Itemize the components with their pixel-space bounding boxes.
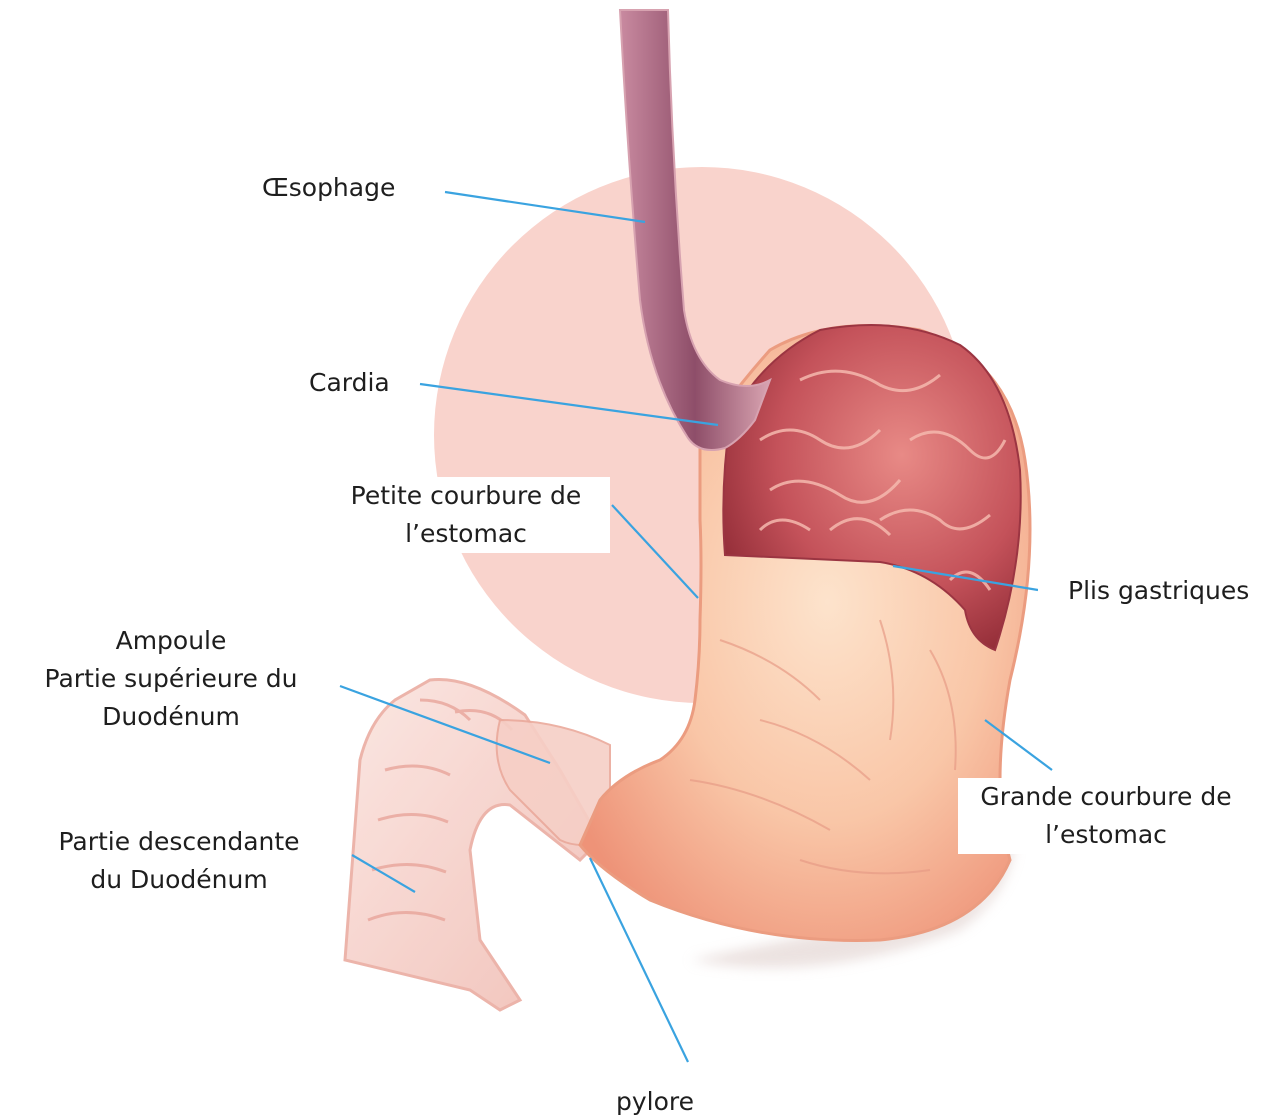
label-petite-courbure-line-2: l’estomac (322, 515, 610, 553)
label-grande-courbure: Grande courbure de l’estomac (958, 778, 1254, 854)
label-cardia: Cardia (309, 364, 390, 402)
label-esophage: Œsophage (262, 169, 395, 207)
label-petite-courbure: Petite courbure de l’estomac (322, 477, 610, 553)
label-plis-gastriques-text: Plis gastriques (1068, 555, 1272, 627)
label-ampoule-line-3: Duodénum (8, 698, 334, 736)
label-pylore: pylore (600, 1084, 710, 1120)
label-ampoule: Ampoule Partie supérieure du Duodénum (8, 616, 334, 746)
label-partie-descendante: Partie descendante du Duodénum (0, 820, 358, 924)
label-pylore-text: pylore (600, 1084, 710, 1120)
label-esophage-text: Œsophage (262, 169, 395, 207)
label-cardia-text: Cardia (309, 364, 390, 402)
label-plis-gastriques: Plis gastriques (1038, 555, 1272, 627)
label-ampoule-line-1: Ampoule (8, 622, 334, 660)
label-partie-descendante-line-2: du Duodénum (0, 861, 358, 899)
label-ampoule-line-2: Partie supérieure du (8, 660, 334, 698)
label-partie-descendante-line-1: Partie descendante (0, 823, 358, 861)
label-grande-courbure-line-2: l’estomac (958, 816, 1254, 854)
label-grande-courbure-line-1: Grande courbure de (958, 778, 1254, 816)
label-petite-courbure-line-1: Petite courbure de (322, 477, 610, 515)
